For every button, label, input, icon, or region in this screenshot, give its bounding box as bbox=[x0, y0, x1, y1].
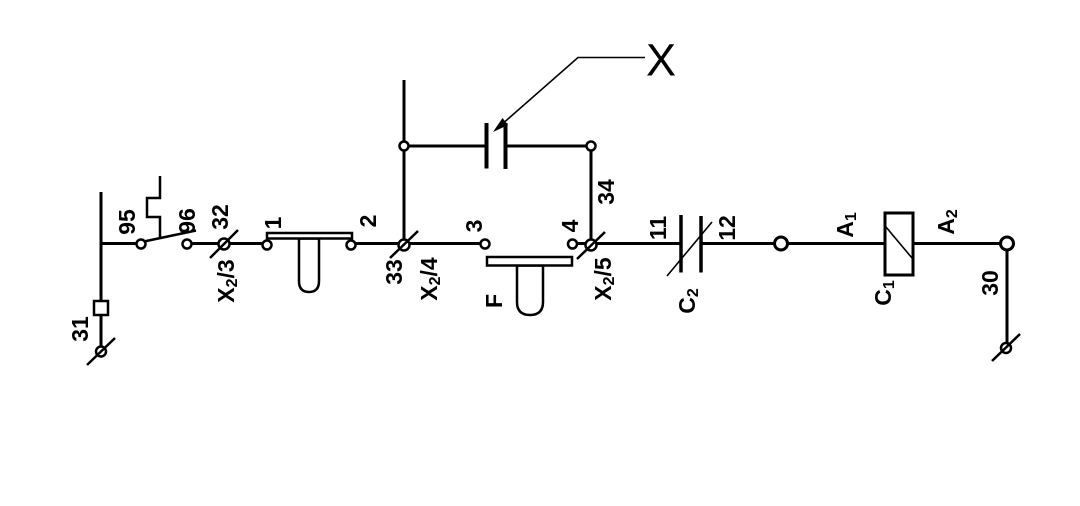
contact-point-2 bbox=[345, 239, 357, 251]
label-32: 32 bbox=[207, 204, 233, 230]
nc-slash bbox=[666, 221, 713, 277]
label-33: 33 bbox=[381, 259, 407, 285]
label-c2: C2 bbox=[674, 288, 702, 314]
label-a1: A1 bbox=[832, 212, 860, 238]
contact-point-95 bbox=[135, 238, 147, 250]
terminal-30-slash bbox=[991, 333, 1021, 362]
right-node-circle bbox=[999, 235, 1015, 252]
right-branch-30: 30 bbox=[977, 235, 1021, 362]
label-x2-5: X2/5 bbox=[590, 257, 618, 301]
capacitor-x-branch: 34 X bbox=[408, 35, 676, 245]
label-12: 12 bbox=[714, 215, 740, 241]
terminal-x2-4-slash bbox=[389, 230, 419, 259]
left-branch: 31 bbox=[67, 192, 116, 366]
stop-button-1-2: 1 2 bbox=[260, 215, 381, 294]
stop-button-bridge-bar bbox=[265, 231, 354, 240]
label-1: 1 bbox=[260, 216, 286, 229]
junction-node-34 bbox=[585, 140, 597, 152]
label-4: 4 bbox=[557, 219, 583, 232]
callout-leader-line bbox=[499, 56, 645, 127]
connector-square-symbol bbox=[92, 299, 110, 317]
start-button-bridge-bar bbox=[485, 255, 574, 267]
connector-node-circle bbox=[773, 235, 789, 252]
label-x-callout: X bbox=[646, 35, 676, 86]
terminal-31-slash bbox=[86, 337, 116, 366]
start-button-f-3-4: 3 4 F bbox=[461, 219, 583, 317]
label-f: F bbox=[481, 294, 507, 308]
label-a2: A2 bbox=[933, 209, 961, 235]
stop-button-plunger bbox=[297, 237, 321, 294]
relay-coil-c1: A1 A2 C1 bbox=[832, 209, 961, 306]
label-x2-3: X2/3 bbox=[213, 259, 241, 302]
label-3: 3 bbox=[461, 220, 487, 233]
label-95: 95 bbox=[114, 209, 140, 235]
label-c1: C1 bbox=[870, 280, 898, 306]
start-button-plunger bbox=[515, 264, 545, 317]
overload-contact-95-96: 95 96 bbox=[114, 176, 200, 250]
label-31: 31 bbox=[67, 316, 93, 342]
contact-point-96 bbox=[181, 238, 193, 250]
terminal-x2-3-slash bbox=[209, 229, 239, 259]
label-30: 30 bbox=[977, 270, 1003, 296]
label-x2-4: X2/4 bbox=[416, 257, 444, 301]
junction-node-33 bbox=[398, 140, 410, 152]
nc-contact-c2-11-12: 11 12 C2 bbox=[645, 215, 740, 314]
terminal-x2-4: 33 X2/4 bbox=[381, 80, 444, 301]
contact-blade bbox=[143, 229, 197, 243]
contact-point-1 bbox=[261, 239, 273, 251]
coil-box bbox=[883, 211, 915, 277]
terminal-x2-5: X2/5 bbox=[576, 231, 618, 301]
contact-point-4 bbox=[566, 238, 579, 250]
terminal-x2-3: 32 X2/3 bbox=[207, 204, 241, 303]
coil-diagonal bbox=[885, 226, 913, 259]
contact-point-3 bbox=[479, 238, 491, 250]
label-2: 2 bbox=[355, 215, 381, 228]
label-34: 34 bbox=[593, 179, 619, 205]
callout-arrowhead-icon bbox=[493, 118, 508, 132]
label-96: 96 bbox=[174, 208, 200, 234]
thermal-release-symbol bbox=[145, 176, 162, 238]
label-11: 11 bbox=[645, 216, 671, 241]
terminal-x2-5-slash bbox=[576, 231, 606, 260]
